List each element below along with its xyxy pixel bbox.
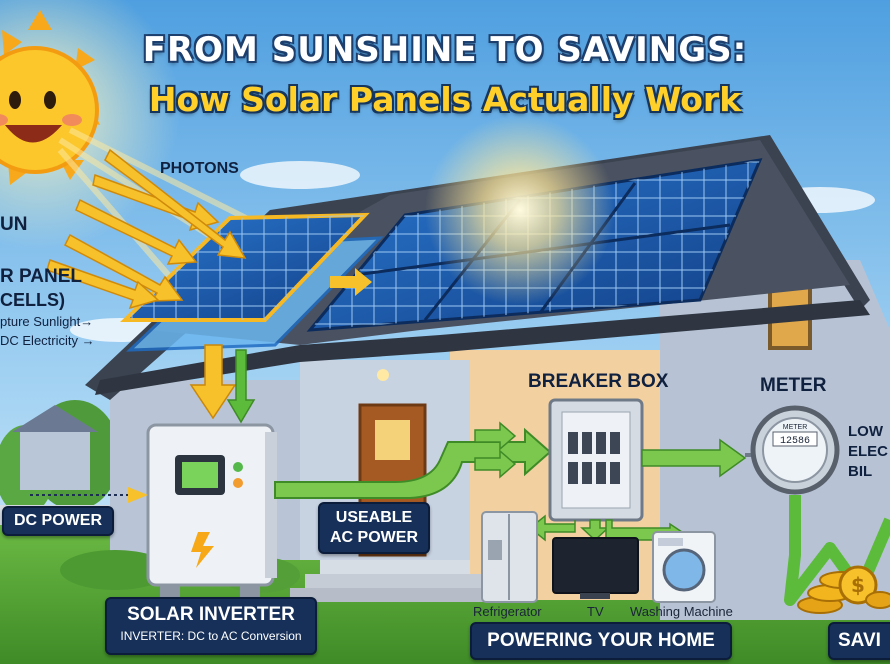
meter-reading: 12586 <box>780 436 810 447</box>
powering-your-home-banner: POWERING YOUR HOME <box>470 622 732 660</box>
sun-label: UN <box>0 214 28 235</box>
usable-ac-power-label: USEABLE AC POWER <box>318 502 430 554</box>
breaker-box-label: BREAKER BOX <box>528 371 669 392</box>
dollar-coin-icon: $ <box>797 565 890 614</box>
solar-inverter-label: SOLAR INVERTER <box>127 604 295 625</box>
photons-label: PHOTONS <box>160 160 239 177</box>
usable-ac-power-line2: AC POWER <box>330 529 418 546</box>
panel-to-inverter-arrows <box>189 268 372 424</box>
refrigerator-appliance <box>481 511 538 603</box>
ac-power-arrow <box>274 427 552 499</box>
background-trees <box>0 400 120 515</box>
incoming-arrows <box>474 421 517 479</box>
solar-cells-label: CELLS) <box>0 290 65 310</box>
title-line-2: How Solar Panels Actually Work <box>148 80 742 119</box>
dc-electricity-caption: DC Electricity → <box>0 333 95 348</box>
coin-dollar-sign: $ <box>851 573 865 597</box>
tv-appliance <box>552 537 639 599</box>
lower-bill-line1: LOW <box>848 423 883 440</box>
refrigerator-label: Refrigerator <box>473 604 542 619</box>
savings-banner: SAVI <box>828 622 890 660</box>
meter-face-label: METER <box>783 424 808 431</box>
solar-inverter-banner: SOLAR INVERTER INVERTER: DC to AC Conver… <box>105 597 317 655</box>
lightning-bolt-icon <box>191 532 214 568</box>
lower-bill-line3: BIL <box>848 463 873 480</box>
roof-solar-array <box>306 115 763 332</box>
solar-inverter-device <box>146 423 277 597</box>
lower-bill-label: LOW ELEC BIL <box>848 422 888 482</box>
capture-sunlight-caption: pture Sunlight→ <box>0 314 94 329</box>
breaker-box-device <box>548 398 644 522</box>
tv-label: TV <box>587 604 604 619</box>
usable-ac-power-line1: USEABLE <box>335 509 413 526</box>
inverter-caption: INVERTER: DC to AC Conversion <box>120 629 302 643</box>
sun-icon <box>0 10 100 185</box>
solar-panel-label: R PANEL <box>0 266 82 287</box>
electric-meter-device: METER 12586 <box>745 405 840 495</box>
meter-label: METER <box>760 375 827 396</box>
photon-arrows <box>46 148 247 310</box>
lower-bill-line2: ELEC <box>848 443 889 460</box>
exploded-solar-panel <box>120 212 384 352</box>
dc-power-label: DC POWER <box>2 506 114 536</box>
dc-power-arrow <box>30 487 148 503</box>
washing-machine-appliance <box>652 531 716 603</box>
washing-machine-label: Washing Machine <box>630 604 733 619</box>
title-line-1: FROM SUNSHINE TO SAVINGS: <box>142 30 748 70</box>
